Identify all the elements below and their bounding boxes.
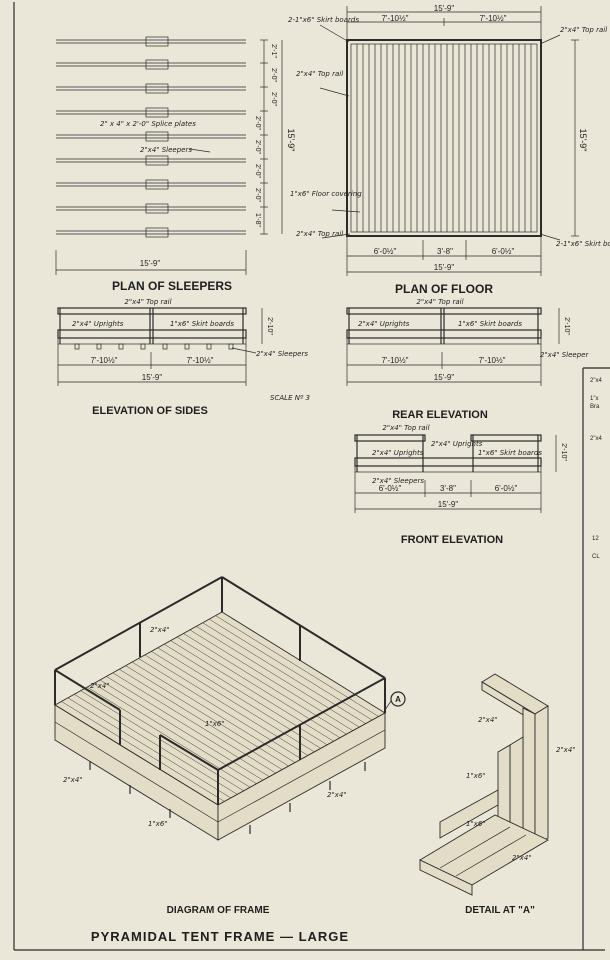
front-uprights-2: 2"x4" Uprights [431,440,483,448]
front-left-dim: 6'-0½" [379,484,402,493]
spacing-2: 2'-0" [270,68,277,82]
detail-label-1: 2"x4" [478,716,498,724]
rear-total-dim: 15'-9" [434,373,455,382]
scale-note: SCALE Nº 3 [270,394,310,402]
skirt-boards-top: 2-1"x6" Skirt boards [288,16,359,24]
detail-label-4: 1"x6" [466,820,486,828]
callout-a: A [395,695,401,704]
sides-top-rail: 2"x4" Top rail [124,298,171,306]
fragment-4: 2"x4 [590,436,602,442]
plan-of-floor-title: PLAN OF FLOOR [395,282,493,296]
elevation-of-sides: 2"x4" Top rail 2"x4" Uprights 1"x6" Skir… [57,298,308,417]
plan-of-floor: 15'-9" 7'-10½" 7'-10½" 2-1"x6" Skirt boa… [288,4,610,296]
sides-total-dim: 15'-9" [142,373,163,382]
plan-of-sleepers: 15'-9" 2'-1" 2'-0" 2'-0" 2'-0" 2'-0" 2'-… [55,36,296,293]
spacing-3: 2'-0" [270,92,277,106]
fragment-5: 12 [592,536,599,542]
detail-label-5: 2"x4" [512,854,532,862]
spacing-4: 2'-0" [254,116,261,130]
sides-uprights: 2"x4" Uprights [72,320,124,328]
floor-covering: 1"x6" Floor covering [290,190,362,198]
front-total-dim: 15'-9" [438,500,459,509]
top-rail-right: 2"x4" Top rail [560,26,607,34]
rear-elevation-title: REAR ELEVATION [392,409,488,421]
detail-label-3: 1"x6" [466,772,486,780]
elevation-sides-title: ELEVATION OF SIDES [92,405,208,417]
top-rail-left: 2"x4" Top rail [296,70,343,78]
front-sleepers: 2"x4" Sleepers [372,477,424,485]
spacing-1: 2'-1" [270,44,277,58]
fragment-3: Bra [590,404,600,410]
sides-sleepers: 2"x4" Sleepers [256,350,308,358]
diagram-label-3: 1"x6" [205,720,225,728]
rear-uprights: 2"x4" Uprights [358,320,410,328]
sleepers-label: 2"x4" Sleepers [140,146,192,154]
floor-bottom-total: 15'-9" [434,263,455,272]
front-elevation-title: FRONT ELEVATION [401,534,503,546]
fragment-2: 1"x [590,396,598,402]
detail-label-2: 2"x4" [556,746,576,754]
diagram-of-frame: 2"x4" 2"x4" 1"x6" 2"x4" 1"x6" 2"x4" A DI… [54,576,406,916]
detail-title: DETAIL AT "A" [465,905,535,916]
sides-skirt: 1"x6" Skirt boards [170,320,234,328]
floor-bottom-right: 6'-0½" [492,247,515,256]
detail-at-a: 2"x4" 2"x4" 1"x6" 1"x6" 2"x4" DETAIL AT … [419,673,576,916]
front-elevation: 2"x4" Top rail 2"x4" Uprights 2"x4" Upri… [354,424,567,546]
rear-left-dim: 7'-10½" [381,356,408,365]
floor-top-right: 7'-10½" [479,14,506,23]
top-rail-bottom: 2"x4" Top rail [296,230,343,238]
spacing-8: 1'-8" [254,213,261,227]
sides-left-dim: 7'-10½" [90,356,117,365]
skirt-boards-bottom: 2-1"x6" Skirt boards [556,240,610,248]
diagram-label-2: 2"x4" [90,682,110,690]
rear-sleeper: 2"x4" Sleeper [540,351,589,359]
floor-bottom-mid: 3'-8" [437,247,453,256]
right-edge-fragments: 2"x4 1"x Bra 2"x4 12 CL [590,378,602,560]
diagram-label-1: 2"x4" [150,626,170,634]
spacing-7: 2'-0" [254,188,261,202]
rear-skirt: 1"x6" Skirt boards [458,320,522,328]
spacing-5: 2'-0" [254,140,261,154]
fragment-6: CL [592,554,600,560]
diagram-label-6: 2"x4" [327,791,347,799]
plan-of-sleepers-title: PLAN OF SLEEPERS [112,279,232,293]
floor-height-dim: 15'-9" [578,129,588,152]
sleepers-width-dim: 15'-9" [140,259,161,268]
front-top-rail: 2"x4" Top rail [382,424,429,432]
front-right-dim: 6'-0½" [495,484,518,493]
splice-plates-label: 2" x 4" x 2'-0" Splice plates [100,120,196,128]
diagram-title: DIAGRAM OF FRAME [167,905,270,916]
diagram-label-5: 1"x6" [148,820,168,828]
rear-top-rail: 2"x4" Top rail [416,298,463,306]
sides-height: 2'-10" [266,317,273,335]
sheet-title: PYRAMIDAL TENT FRAME — LARGE [91,929,349,944]
floor-top-width: 15'-9" [434,4,455,13]
spacing-6: 2'-0" [254,164,261,178]
front-mid-dim: 3'-8" [440,484,456,493]
front-height: 2'-10" [560,443,567,461]
sleepers-height-dim: 15'-9" [286,129,296,152]
front-uprights: 2"x4" Uprights [372,449,424,457]
rear-height: 2'-10" [563,317,570,335]
floor-top-left: 7'-10½" [381,14,408,23]
diagram-label-4: 2"x4" [63,776,83,784]
rear-right-dim: 7'-10½" [478,356,505,365]
sides-right-dim: 7'-10½" [186,356,213,365]
floor-bottom-left: 6'-0½" [374,247,397,256]
rear-elevation: 2"x4" Top rail 2"x4" Uprights 1"x6" Skir… [346,298,589,421]
fragment-1: 2"x4 [590,378,602,384]
front-skirt: 1"x6" Skirt boards [478,449,542,457]
